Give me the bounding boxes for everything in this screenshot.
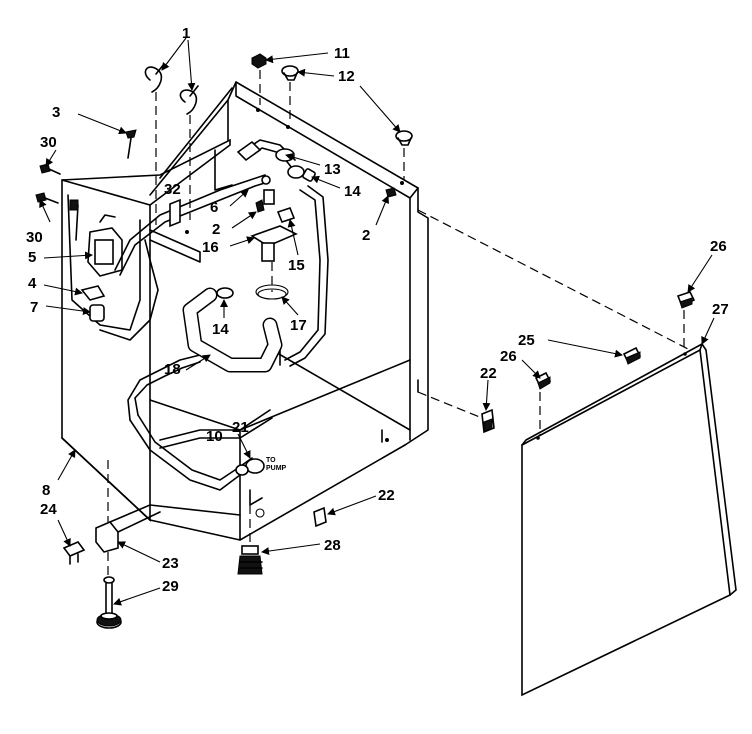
callout-8: 8: [42, 482, 50, 499]
cabinet: [61, 81, 429, 541]
cabinet-base-frame: [149, 444, 406, 541]
pump-label-to: TO: [266, 457, 276, 464]
hoses: [99, 139, 329, 491]
screws-30: [35, 163, 61, 204]
callout-26-lower: 26: [500, 348, 517, 365]
callout-27: 27: [712, 301, 729, 318]
leader-lines: [39, 37, 715, 606]
nut-11: [251, 53, 267, 69]
pressure-switch: [250, 175, 298, 262]
clip-24: [62, 541, 86, 565]
callout-16: 16: [202, 239, 219, 256]
pump-fitting: [235, 458, 265, 476]
callout-25: 25: [518, 332, 535, 349]
callout-11: 11: [334, 45, 350, 62]
callout-23: 23: [162, 555, 179, 572]
small-clamp: [216, 287, 234, 299]
callout-7: 7: [30, 299, 38, 316]
front-panel: [521, 343, 737, 697]
callout-3: 3: [52, 104, 60, 121]
cabinet-front-face: [61, 138, 231, 206]
callout-28: 28: [324, 537, 341, 554]
bracket-32: [169, 198, 181, 228]
callout-32: 32: [164, 181, 181, 198]
cabinet-top-rim: [149, 81, 419, 196]
callout-22-lower: 22: [378, 487, 395, 504]
leg-bracket-23: [95, 504, 241, 553]
screw-3: [125, 129, 137, 159]
callout-15: 15: [288, 257, 305, 274]
callout-18: 18: [164, 361, 181, 378]
callout-1: 1: [182, 25, 190, 42]
callout-22-right: 22: [480, 365, 497, 382]
callout-14-upper: 14: [344, 183, 361, 200]
leveling-leg-29: [96, 576, 122, 629]
callout-24: 24: [40, 501, 57, 518]
alignment-lines: [107, 70, 691, 578]
clip-22-lower: [313, 506, 327, 528]
plug-12: [281, 65, 413, 146]
retaining-clip: [80, 285, 106, 301]
nozzle: [89, 304, 105, 322]
callout-14-lower: 14: [212, 321, 229, 338]
callout-29: 29: [162, 578, 179, 595]
callout-2-right: 2: [362, 227, 370, 244]
callout-10: 10: [206, 428, 223, 445]
callout-26-upper: 26: [710, 238, 727, 255]
panel-clips: [534, 291, 696, 390]
foot-28: [237, 545, 263, 575]
callout-5: 5: [28, 249, 36, 266]
pump-label-pump: PUMP: [266, 465, 287, 472]
hose-fittings: [236, 140, 316, 182]
callout-30-upper: 30: [40, 134, 57, 151]
callout-13: 13: [324, 161, 341, 178]
callout-30-lower: 30: [26, 229, 43, 246]
front-panel-face: [521, 348, 731, 697]
callout-6: 6: [210, 199, 218, 216]
callout-4: 4: [28, 275, 37, 292]
callout-labels: 1 3 30 30 5 4 7 8 32 11 12 13 14 2 6 2 1…: [26, 25, 729, 595]
callout-12: 12: [338, 68, 355, 85]
cabinet-right-wall: [404, 187, 429, 446]
callout-2-left: 2: [212, 221, 220, 238]
clip-22-right: [481, 408, 495, 434]
callout-21: 21: [232, 419, 249, 436]
valve-assembly: [69, 199, 123, 277]
callout-17: 17: [290, 317, 307, 334]
screw-2-right: [385, 187, 397, 198]
